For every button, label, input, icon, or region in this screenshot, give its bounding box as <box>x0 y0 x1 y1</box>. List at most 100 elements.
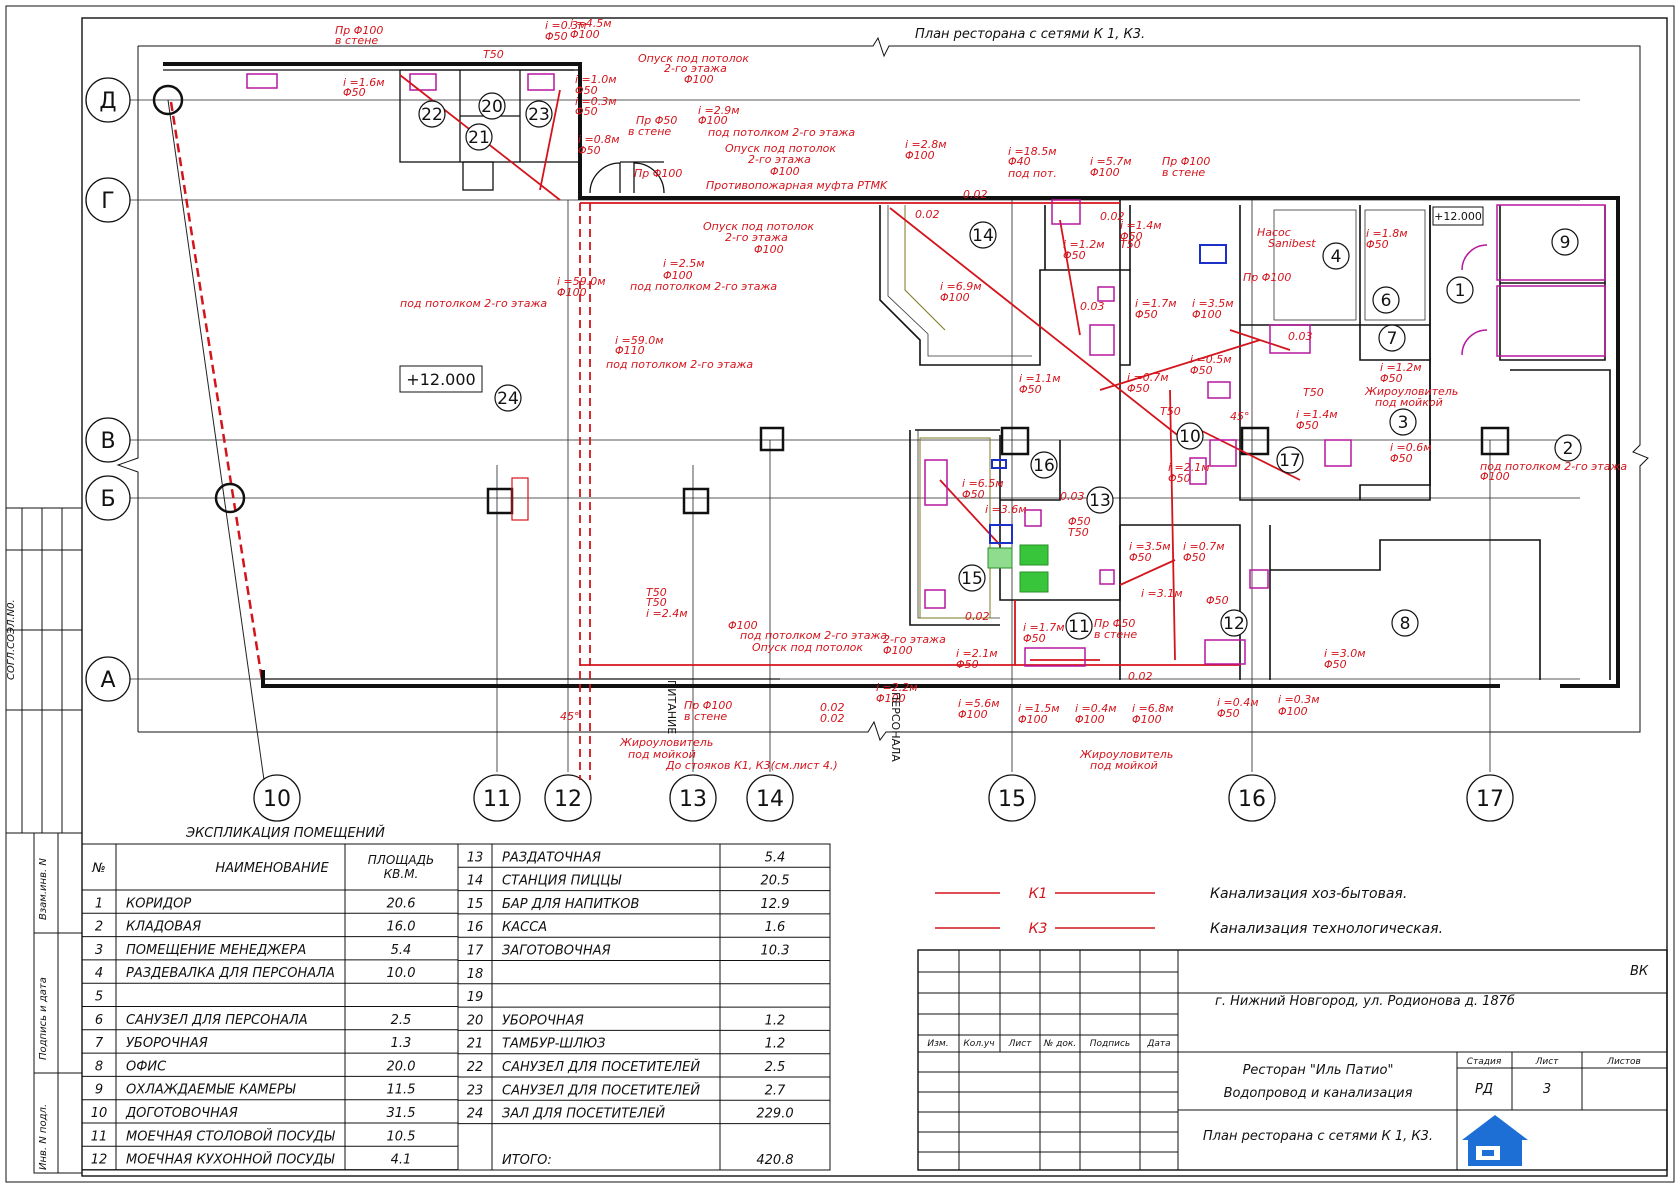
room-number: 11 <box>1068 617 1090 637</box>
room-bubble-20: 20 <box>478 92 506 120</box>
explication-num: 3 <box>95 943 103 958</box>
stamp-project-title: Ресторан "Иль Патио" <box>1243 1063 1394 1078</box>
explication-num: 5 <box>95 990 103 1005</box>
sheet-frame <box>5 5 1675 1183</box>
pipe-label: i =3.0м <box>1324 647 1366 660</box>
room-number: 21 <box>468 128 490 148</box>
pipe-label: Φ50 <box>575 105 598 118</box>
pipe-label: Пр Φ100 <box>1162 155 1210 168</box>
pipe-label: Φ100 <box>1132 713 1162 726</box>
pipe-label: Φ50 <box>343 86 366 99</box>
row-axis-bubbles <box>85 77 131 702</box>
pipe-label: 0.03 <box>1288 330 1313 343</box>
pipe-label: под потолком 2-го этажа <box>740 629 887 642</box>
stamp-col-header: Лист <box>1008 1039 1033 1049</box>
explication-num: 23 <box>467 1083 484 1098</box>
explication-name: РАЗДЕВАЛКА ДЛЯ ПЕРСОНАЛА <box>126 966 335 981</box>
room-number: 23 <box>528 105 550 125</box>
explication-name: ТАМБУР-ШЛЮЗ <box>502 1037 605 1052</box>
pipe-label: i =1.2м <box>1063 238 1105 251</box>
pipe-label: i =2.5м <box>663 257 705 270</box>
room-bubble-24: 24 <box>494 384 522 412</box>
pipe-label: 2-го этажа <box>725 231 788 244</box>
explication-name: СТАНЦИЯ ПИЦЦЫ <box>502 874 622 889</box>
pipe-label: под потолком 2-го этажа <box>400 297 547 310</box>
side-stamp-code: СОГЛ.СОЭЛ.N0. <box>6 599 17 680</box>
axis-label-row-g: Г <box>101 189 114 214</box>
explication-area: 20.0 <box>387 1059 416 1074</box>
stamp-col-header: Подпись <box>1090 1039 1130 1049</box>
pipe-label: Пр Φ100 <box>634 167 682 180</box>
room-bubble-7: 7 <box>1378 324 1406 352</box>
legend: К1 Канализация хоз-бытовая. К3 Канализац… <box>935 886 1443 937</box>
explication-name: МОЕЧНАЯ КУХОННОЙ ПОСУДЫ <box>126 1152 336 1168</box>
room-number: 13 <box>1089 491 1111 511</box>
axis-grid <box>128 99 1580 772</box>
axis-label-row-v: В <box>100 429 115 454</box>
pipe-label: i =4.5м <box>570 17 612 30</box>
pipe-label: i =1.7м <box>1023 621 1065 634</box>
pipe-label: Пр Φ100 <box>335 24 383 37</box>
pipe-label: 0.03 <box>1060 490 1085 503</box>
pipe-label: Φ40 <box>1008 155 1031 168</box>
pipe-label: i =1.2м <box>1380 361 1422 374</box>
legend-text-k1: Канализация хоз-бытовая. <box>1210 886 1407 902</box>
room-bubble-4: 4 <box>1322 242 1350 270</box>
pipe-label: Φ100 <box>684 73 714 86</box>
pipe-label: Т50 <box>646 586 667 599</box>
stamp-address: г. Нижний Новгород, ул. Родионова д. 187… <box>1215 994 1515 1009</box>
explication-num: 11 <box>91 1129 108 1144</box>
title-block-grid <box>917 949 1668 1171</box>
pipe-label: i =3.1м <box>1141 587 1183 600</box>
column-axis-bubbles <box>253 774 1514 822</box>
room-number: 14 <box>972 226 994 246</box>
pipe-label: под пот. <box>1008 167 1057 180</box>
pipe-label: ПИТАНИЕ <box>665 680 678 734</box>
explication-name: РАЗДАТОЧНАЯ <box>502 850 601 865</box>
pipe-label: Φ50 <box>962 488 985 501</box>
pipe-label: под потолком 2-го этажа <box>708 126 855 139</box>
side-stamp-label-3: Инв. N подл. <box>38 1104 49 1170</box>
pipe-label: i =0.6м <box>1390 441 1432 454</box>
pipe-label: i =6.8м <box>1132 702 1174 715</box>
pipe-label: 0.02 <box>1128 670 1153 683</box>
pipe-label: в стене <box>335 34 378 47</box>
pipe-label: Φ50 <box>1127 382 1150 395</box>
explication-num: 15 <box>467 897 484 912</box>
pipe-label: Противопожарная муфта PTMK <box>706 179 888 192</box>
pipe-label: Опуск под потолок <box>725 142 836 155</box>
axis-label-row-d: Д <box>99 89 116 114</box>
explication-area: 229.0 <box>756 1107 793 1122</box>
pipe-label: в стене <box>1094 628 1137 641</box>
pipe-label: i =1.6м <box>343 76 385 89</box>
pipe-label: Т50 <box>1303 386 1324 399</box>
pipe-label: Φ50 <box>1366 238 1389 251</box>
pipe-label: Опуск под потолок <box>638 52 749 65</box>
explication-area: 10.3 <box>761 944 790 959</box>
pipe-label: Φ100 <box>1278 705 1308 718</box>
explication-num: 6 <box>95 1013 103 1028</box>
pipe-label: Φ50 <box>575 84 598 97</box>
pipe-label: i =3.5м <box>1192 297 1234 310</box>
explication-area: 16.0 <box>387 920 416 935</box>
stamp-sheet-no: 3 <box>1543 1082 1551 1097</box>
pipe-label: Т50 <box>646 596 667 609</box>
explication-num: 19 <box>467 990 484 1005</box>
explication-area: 12.9 <box>761 897 790 912</box>
explication-num: 24 <box>467 1107 484 1122</box>
axis-10-slanted <box>167 99 265 781</box>
pipe-label: Насос <box>1257 226 1291 239</box>
legend-text-k3: Канализация технологическая. <box>1210 921 1443 937</box>
pipe-label: под мойкой <box>1090 759 1158 772</box>
explication-area: 5.4 <box>765 850 786 865</box>
explication-row: 19 <box>458 990 830 1008</box>
room-number: 20 <box>481 97 503 117</box>
